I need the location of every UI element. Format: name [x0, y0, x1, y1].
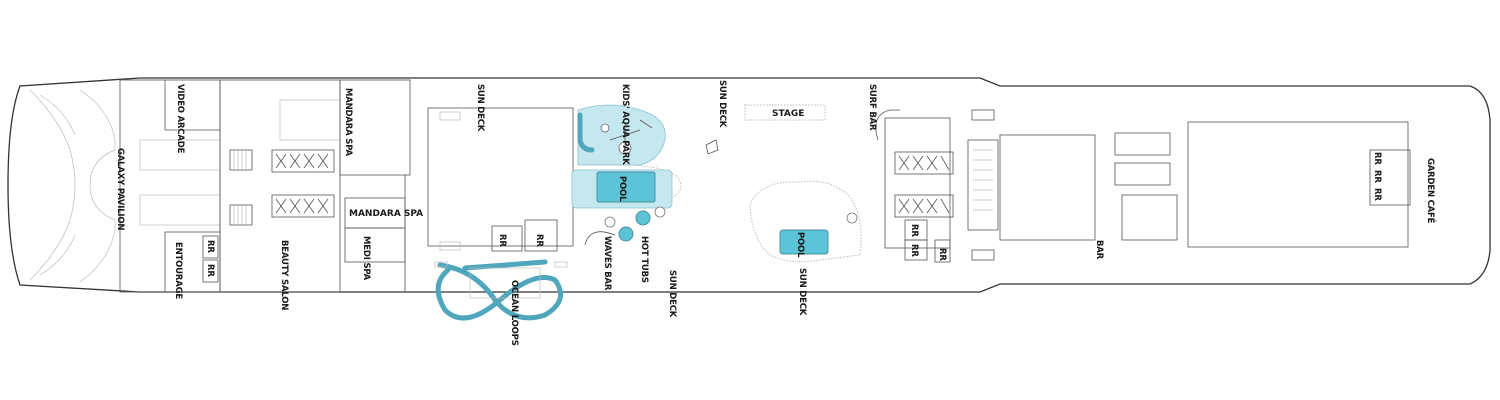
label-pool-main: POOL [617, 176, 627, 202]
label-galaxy-pavilion: GALAXY PAVILION [115, 148, 125, 230]
label-rr-8: RR [1372, 152, 1382, 165]
label-rr-1: RR [205, 240, 215, 253]
label-rr-6: RR [909, 244, 919, 257]
label-rr-7: RR [937, 248, 947, 261]
label-rr-5: RR [909, 224, 919, 237]
label-bar: BAR [1094, 240, 1104, 260]
label-kids-aqua-park: KIDS' AQUA PARK [620, 84, 630, 165]
label-video-arcade: VIDEO ARCADE [175, 84, 185, 154]
label-rr-10: RR [1372, 188, 1382, 201]
label-mandara-spa-upper: MANDARA SPA [343, 88, 353, 156]
label-ocean-loops: OCEAN LOOPS [509, 280, 519, 346]
ship-hull [7, 77, 1491, 293]
pool-main [596, 171, 656, 203]
label-waves-bar: WAVES BAR [602, 236, 612, 291]
label-sun-deck-1: SUN DECK [475, 84, 485, 132]
label-sun-deck-2: SUN DECK [667, 270, 677, 318]
label-stage: STAGE [772, 109, 804, 119]
label-sun-deck-4: SUN DECK [797, 268, 807, 316]
hot-tub-2 [618, 226, 634, 242]
stage [744, 104, 826, 121]
label-garden-cafe: GARDEN CAFÉ [1425, 158, 1437, 224]
label-hot-tubs: HOT TUBS [639, 236, 649, 283]
elevator-bank-left-upper [271, 149, 335, 173]
hot-tub-1 [635, 210, 651, 226]
pool-second [779, 229, 829, 255]
label-rr-9: RR [1372, 170, 1382, 183]
label-rr-3: RR [497, 234, 507, 247]
label-surf-bar: SURF BAR [867, 84, 877, 131]
elevator-bank-right-upper [894, 151, 954, 175]
label-med-spa: MEDI SPA [361, 236, 371, 281]
label-mandara-spa-room: MANDARA SPA [349, 209, 423, 219]
kids-aqua-park-area [577, 104, 666, 166]
label-rr-2: RR [205, 264, 215, 277]
elevator-bank-right-lower [894, 194, 954, 218]
label-sun-deck-3: SUN DECK [717, 80, 727, 128]
label-rr-4: RR [534, 234, 544, 247]
elevator-bank-left-lower [271, 194, 335, 218]
ocean-loops-slide [435, 262, 564, 321]
label-pool-second: POOL [795, 232, 805, 258]
label-entourage: ENTOURAGE [173, 242, 183, 299]
label-beauty-salon: BEAUTY SALON [279, 240, 289, 310]
